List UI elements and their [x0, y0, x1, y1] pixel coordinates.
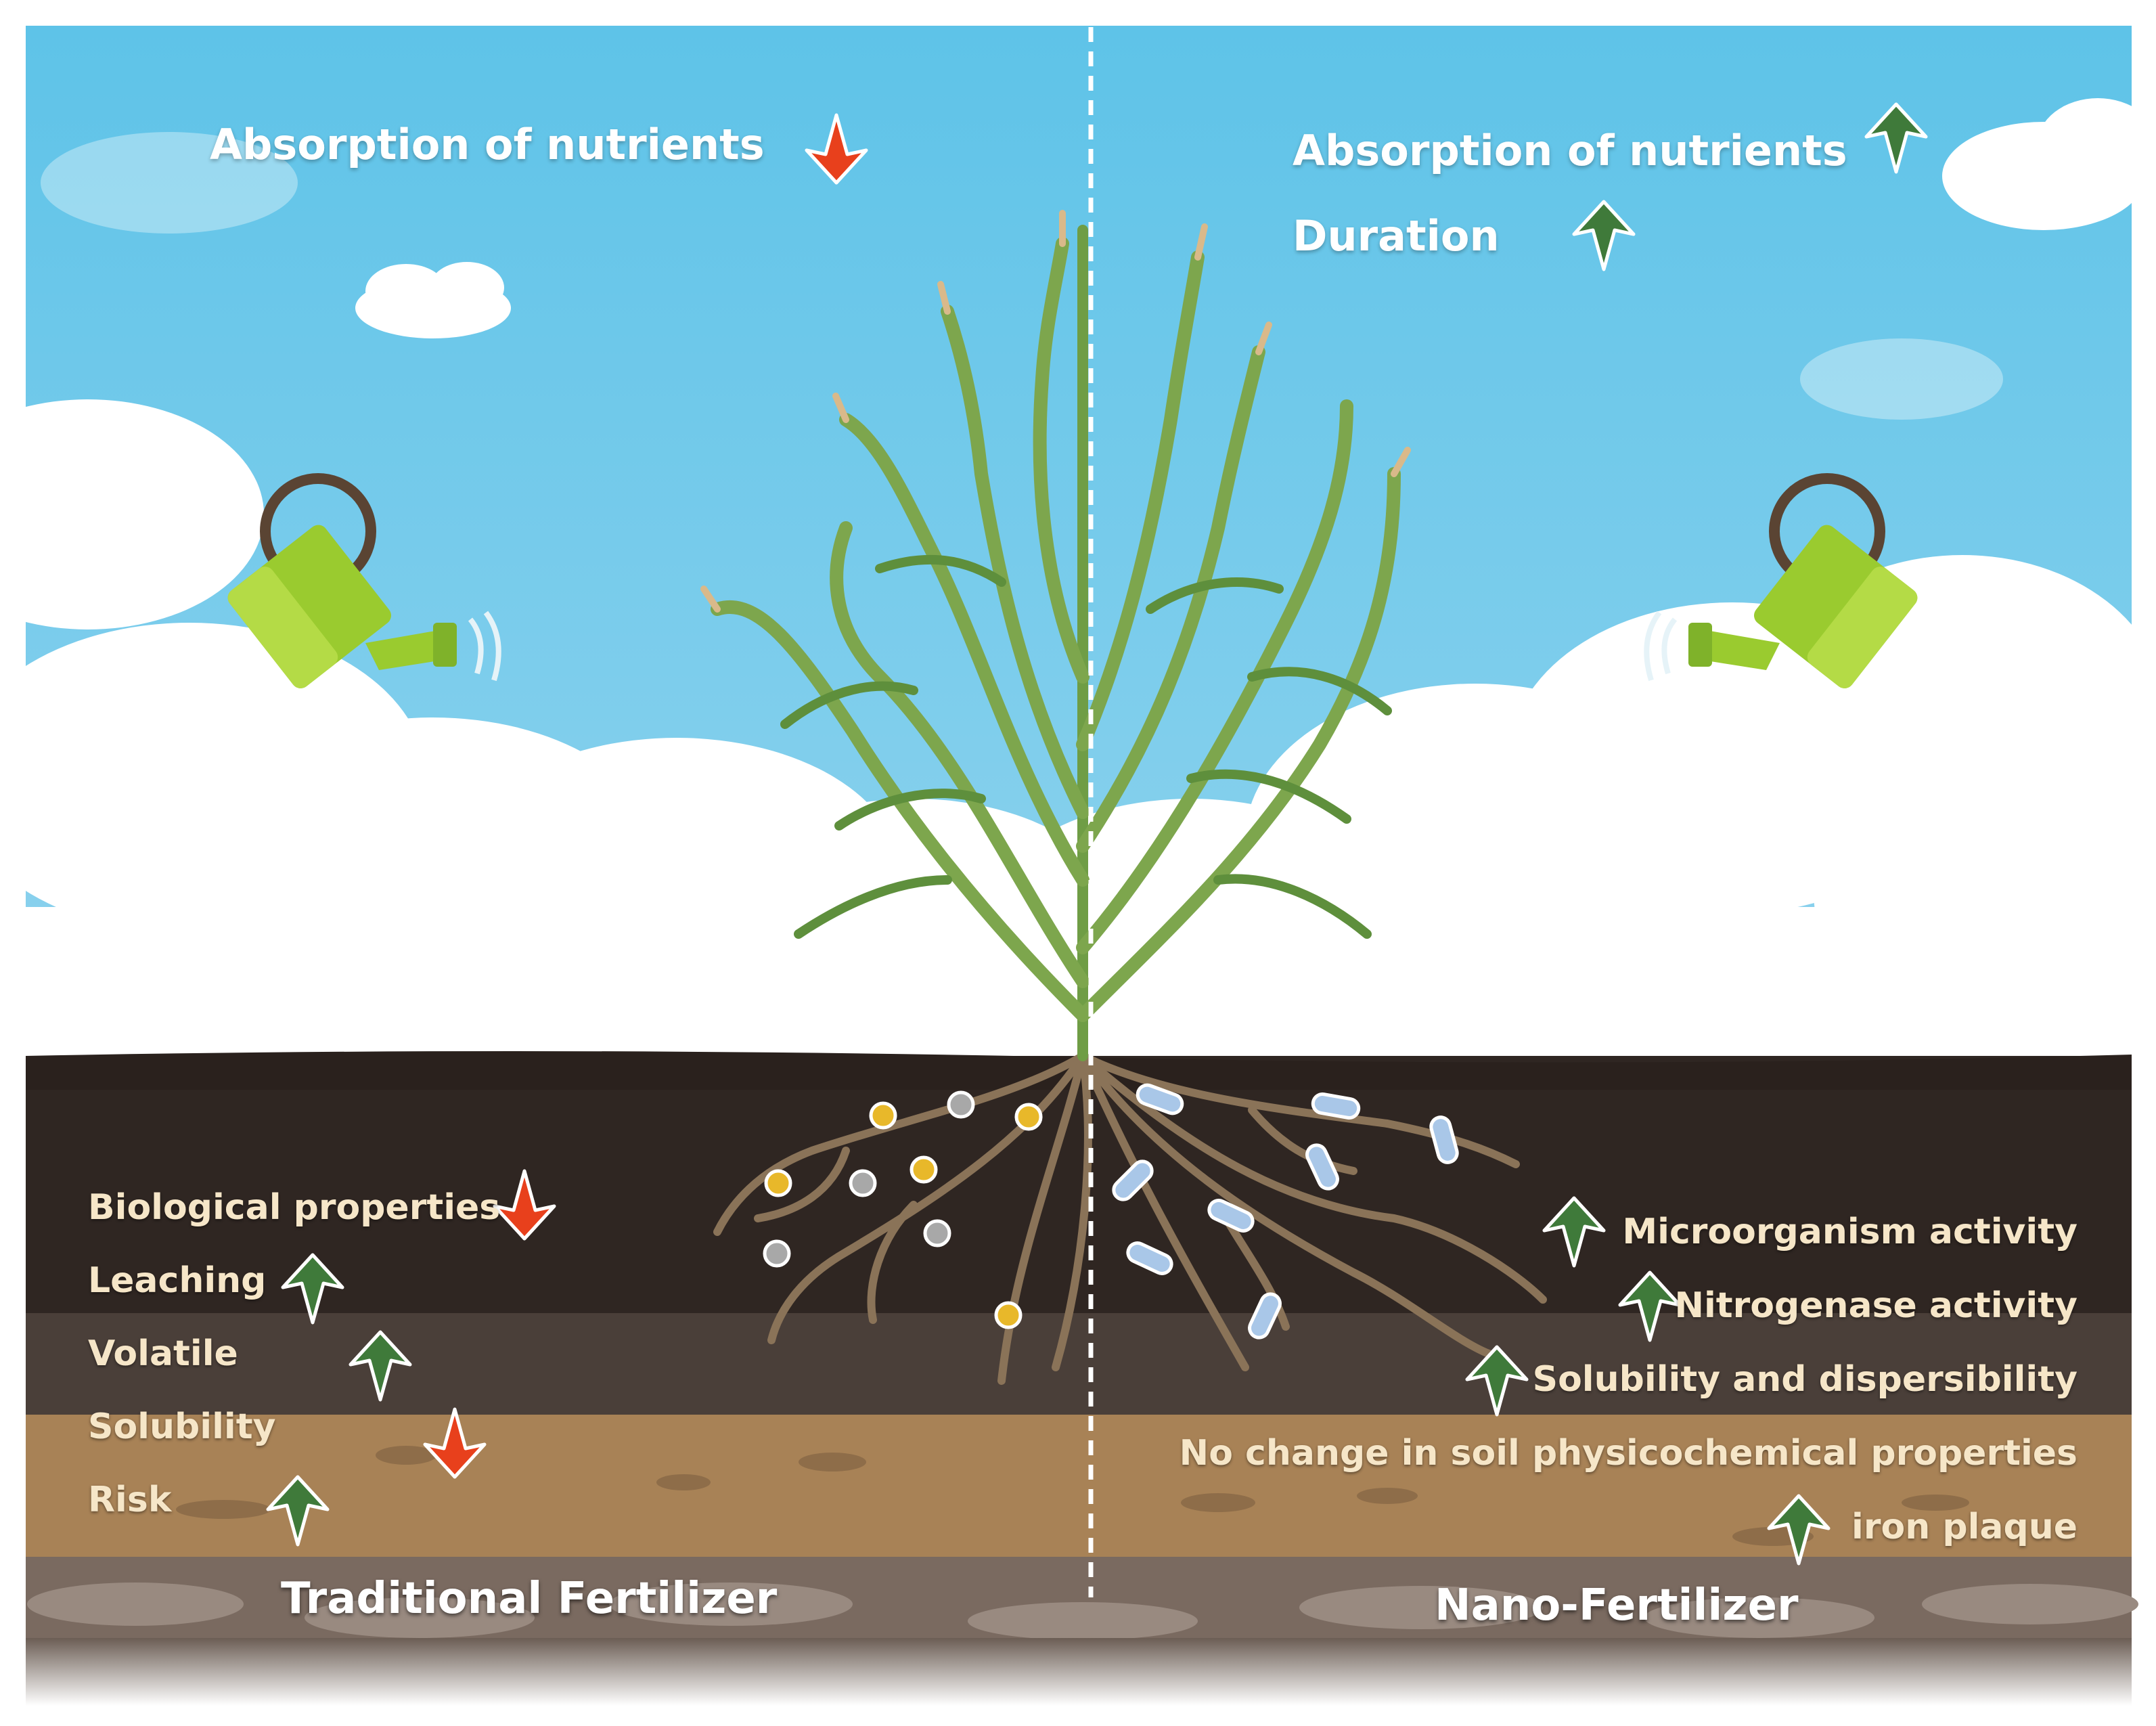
upper-clouds — [41, 132, 2003, 420]
right-microorganism-label: Microorganism activity — [1622, 1212, 2078, 1252]
nano-particles — [1112, 1083, 1459, 1340]
plant-icon — [700, 210, 1411, 1061]
right-nitrogenase-label: Nitrogenase activity — [1674, 1285, 2078, 1326]
left-risk-label: Risk — [88, 1480, 172, 1520]
right-absorption-label: Absorption of nutrients — [1293, 126, 1847, 175]
traditional-particles — [763, 1090, 1043, 1329]
left-biological-label: Biological properties — [88, 1187, 501, 1228]
small-cloud — [355, 262, 511, 338]
right-no-change-label: No change in soil physicochemical proper… — [1179, 1433, 2078, 1474]
left-solubility-label: Solubility — [88, 1407, 276, 1447]
right-solubility-label: Solubility and dispersibility — [1532, 1359, 2078, 1400]
bottom-fade — [26, 1638, 2132, 1706]
left-absorption-label: Absorption of nutrients — [210, 120, 765, 169]
right-iron-plaque-label: iron plaque — [1851, 1507, 2078, 1547]
bottom-rocks — [27, 1583, 2138, 1640]
right-top-cloud — [1942, 98, 2156, 230]
left-panel-title: Traditional Fertilizer — [281, 1574, 778, 1624]
soil-pebbles — [176, 1446, 1969, 1546]
left-leaching-label: Leaching — [88, 1260, 267, 1301]
right-panel-title: Nano-Fertilizer — [1435, 1580, 1799, 1631]
cloud-band — [0, 399, 2156, 1069]
left-volatile-label: Volatile — [88, 1333, 238, 1374]
right-duration-label: Duration — [1293, 211, 1500, 261]
